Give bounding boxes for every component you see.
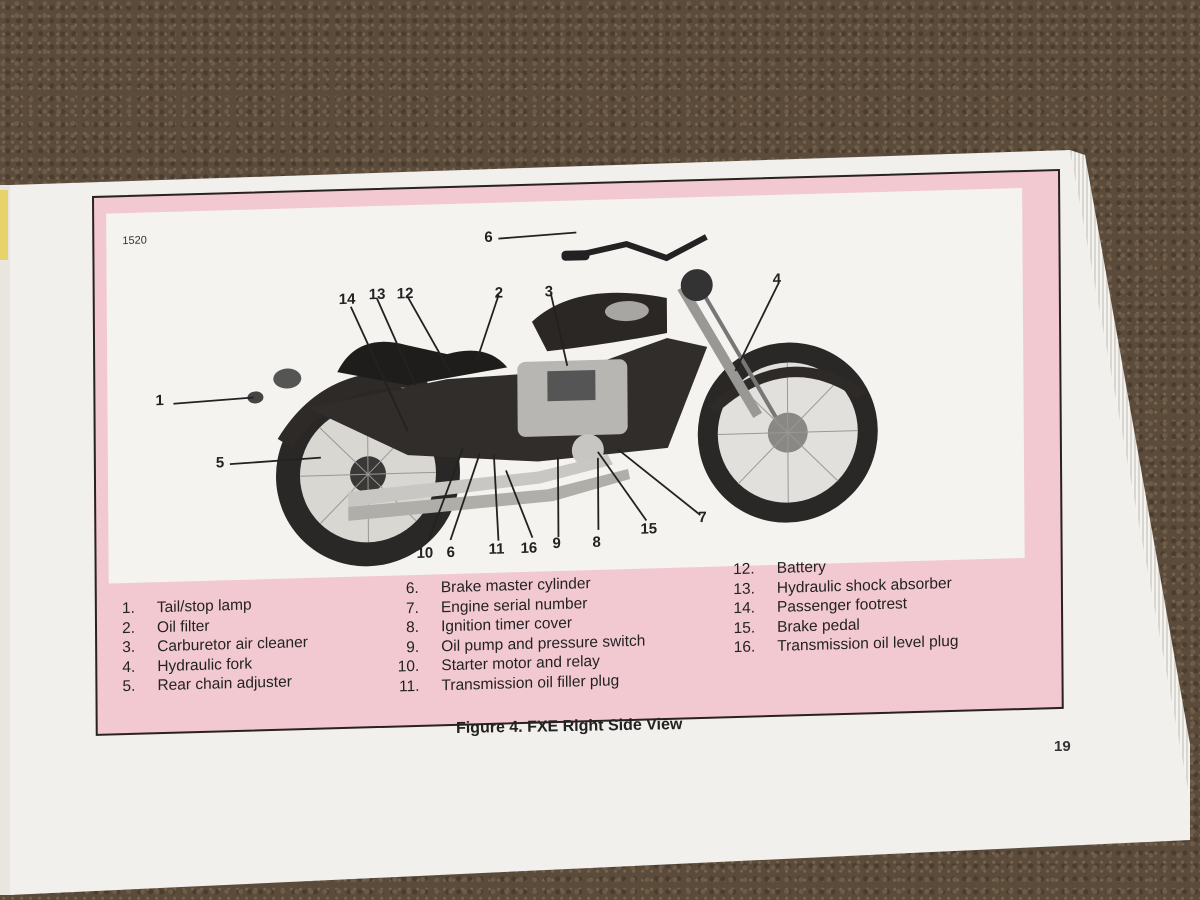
callout-10: 10 (416, 544, 434, 562)
page-number: 19 (1054, 738, 1071, 755)
callout-1: 1 (155, 392, 164, 410)
callout-3: 3 (544, 283, 554, 301)
legend-column-1: 1.Tail/stop lamp 2.Oil filter 3.Carburet… (101, 594, 308, 697)
figure-frame: 1520 (92, 168, 1064, 736)
callout-15: 15 (640, 520, 658, 538)
callout-8: 8 (592, 533, 601, 552)
callout-6-top: 6 (484, 228, 493, 247)
callout-7: 7 (698, 508, 707, 527)
motorcycle-illustration (173, 231, 878, 567)
yellow-tab (0, 190, 8, 260)
callout-4: 4 (772, 270, 782, 288)
callout-5: 5 (215, 454, 225, 472)
callout-12: 12 (396, 285, 414, 303)
callout-14: 14 (338, 290, 356, 309)
callout-13: 13 (368, 285, 386, 304)
legend-column-3: 12.Battery 13.Hydraulic shock absorber 1… (721, 554, 959, 658)
callout-9: 9 (552, 534, 561, 553)
legend-column-2: 6.Brake master cylinder 7.Engine serial … (385, 573, 646, 697)
callout-11: 11 (488, 540, 505, 558)
callout-2: 2 (494, 284, 504, 302)
callout-16: 16 (520, 539, 538, 558)
callout-6-bottom: 6 (446, 543, 455, 562)
motorcycle-photo: 1520 (106, 188, 1025, 584)
